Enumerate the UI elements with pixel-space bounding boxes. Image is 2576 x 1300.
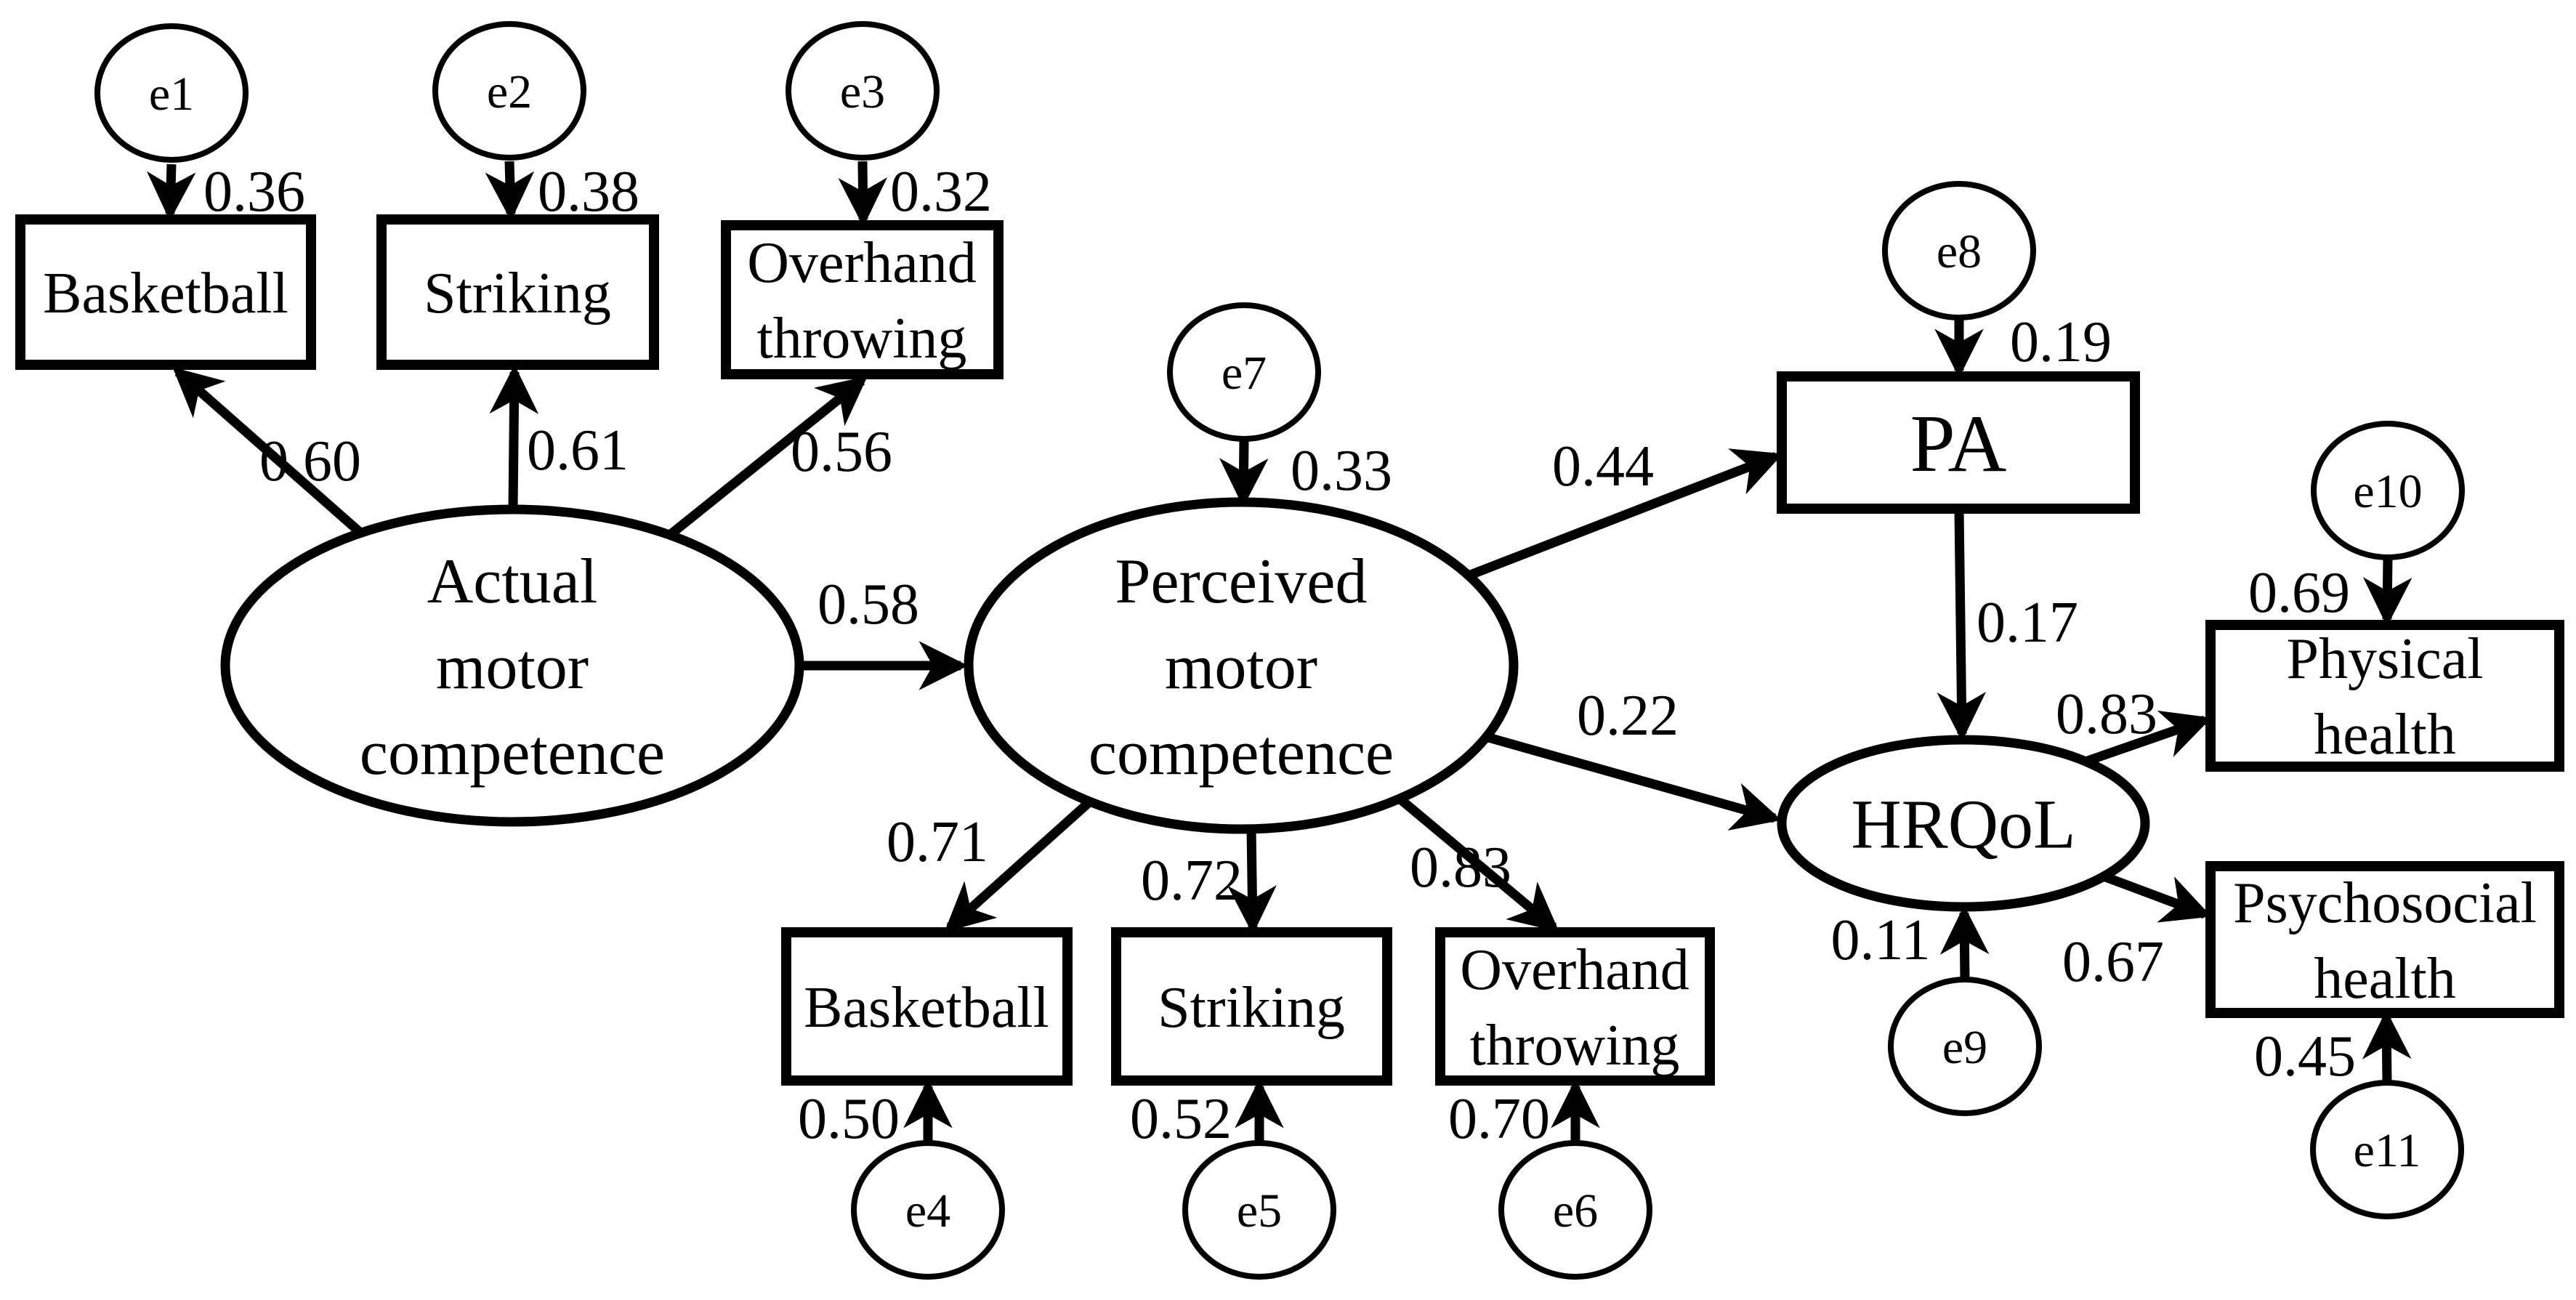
observed-overhand-actual-label-line1: Overhand <box>747 231 976 295</box>
error-e4-circle <box>851 1140 1005 1280</box>
coef-perceived-to-pa: 0.44 <box>1552 435 1654 498</box>
coef-perceived-to-striking: 0.72 <box>1141 849 1243 913</box>
arrow-e7-to-perceived <box>1219 440 1269 508</box>
error-e5-circle <box>1182 1140 1336 1280</box>
error-e3-value-label: 0.32 <box>890 160 992 224</box>
arrow-e2-to-striking-actual <box>485 161 535 222</box>
error-e10-label: e10 <box>2353 465 2422 518</box>
arrow-actual-to-striking <box>489 364 539 509</box>
error-e11-label: e11 <box>2354 1124 2421 1177</box>
arrow-hrqol-to-physical <box>2083 710 2212 767</box>
error-e6-circle <box>1498 1140 1652 1280</box>
observed-basketball-actual-box <box>15 214 316 370</box>
observed-basketball-actual-label: Basketball <box>43 262 288 326</box>
error-e10-circle <box>2311 421 2465 560</box>
latent-actual-label-line2: motor <box>436 632 589 703</box>
arrow-e11-to-psychosocial <box>2362 1009 2412 1083</box>
arrow-pa-to-hrqol <box>1937 509 1987 742</box>
observed-pa-label: PA <box>1910 399 2007 489</box>
observed-psychosocial-health-label-line2: health <box>2314 947 2455 1011</box>
latent-actual-label-line1: Actual <box>427 546 598 617</box>
arrow-e10-to-physical <box>2362 557 2413 627</box>
observed-overhand-actual-label-line2: throwing <box>757 307 967 371</box>
error-e9-circle <box>1888 977 2042 1116</box>
error-e10-value-label: 0.69 <box>2248 561 2350 625</box>
observed-psychosocial-health-box <box>2205 861 2564 1018</box>
latent-perceived-label-line3: competence <box>1089 718 1394 788</box>
arrow-e9-to-hrqol <box>1939 905 1990 980</box>
latent-hrqol-label: HRQoL <box>1851 786 2075 863</box>
error-e6-value-label: 0.70 <box>1448 1087 1550 1151</box>
error-e2-label: e2 <box>487 65 532 118</box>
observed-striking-perceived-box <box>1111 927 1392 1086</box>
observed-physical-health-label-line1: Physical <box>2286 627 2483 691</box>
coef-actual-to-striking: 0.61 <box>527 419 629 483</box>
arrow-actual-to-basketball <box>172 367 364 536</box>
error-e9-value-label: 0.11 <box>1830 908 1930 972</box>
error-e4-label: e4 <box>905 1184 950 1238</box>
latent-perceived-label-line2: motor <box>1165 632 1317 703</box>
arrow-hrqol-to-psychosocial <box>2101 871 2212 923</box>
error-e8-circle <box>1882 181 2036 320</box>
observed-basketball-perceived-box <box>781 927 1073 1086</box>
coef-perceived-to-overhand: 0.83 <box>1410 836 1511 900</box>
arrow-perceived-to-pa <box>1466 448 1783 581</box>
coef-hrqol-to-physical: 0.83 <box>2056 682 2157 746</box>
coef-actual-to-perceived: 0.58 <box>817 573 919 637</box>
observed-striking-actual-label: Striking <box>424 262 611 326</box>
arrow-e1-to-basketball-actual <box>146 163 196 222</box>
observed-basketball-perceived-label: Basketball <box>804 976 1049 1040</box>
error-e2-circle <box>432 21 586 161</box>
arrow-actual-to-overhand <box>666 376 868 539</box>
latent-perceived-label-line1: Perceived <box>1115 546 1368 617</box>
error-e1-value-label: 0.36 <box>203 160 305 224</box>
error-e11-value-label: 0.45 <box>2254 1025 2356 1089</box>
coef-actual-to-overhand: 0.56 <box>791 420 892 484</box>
arrow-perceived-to-basketball <box>944 798 1094 932</box>
error-e5-label: e5 <box>1237 1184 1282 1238</box>
observed-pa-box <box>1777 371 2140 514</box>
arrow-perceived-to-striking <box>1227 828 1277 935</box>
error-e6-label: e6 <box>1553 1184 1598 1238</box>
observed-striking-actual-box <box>376 214 659 370</box>
observed-overhand-actual-box <box>721 220 1004 379</box>
latent-perceived-motor-competence-ellipse <box>964 497 1519 834</box>
error-e9-label: e9 <box>1942 1021 1987 1074</box>
error-e3-label: e3 <box>840 65 885 118</box>
observed-striking-perceived-label: Striking <box>1158 976 1345 1040</box>
coef-perceived-to-basketball: 0.71 <box>887 810 988 874</box>
observed-physical-health-box <box>2205 620 2564 772</box>
error-e3-circle <box>786 21 940 161</box>
observed-overhand-perceived-label-line2: throwing <box>1470 1014 1680 1078</box>
observed-overhand-perceived-label-line1: Overhand <box>1460 938 1689 1002</box>
coef-hrqol-to-psychosocial: 0.67 <box>2062 930 2164 994</box>
error-e11-circle <box>2310 1080 2464 1219</box>
observed-overhand-perceived-box <box>1435 927 1715 1086</box>
error-e4-value-label: 0.50 <box>798 1087 900 1151</box>
error-e8-label: e8 <box>1937 225 1982 278</box>
arrow-perceived-to-hrqol <box>1485 732 1782 831</box>
error-e7-value-label: 0.33 <box>1291 439 1392 503</box>
coef-actual-to-basketball: 0.60 <box>259 429 361 493</box>
observed-physical-health-label-line2: health <box>2314 703 2455 767</box>
latent-hrqol-ellipse <box>1777 735 2150 912</box>
arrow-perceived-to-overhand <box>1396 795 1559 932</box>
observed-psychosocial-health-label-line1: Psychosocial <box>2233 871 2537 935</box>
error-e1-label: e1 <box>149 68 194 121</box>
error-e7-label: e7 <box>1222 347 1267 400</box>
latent-actual-label-line3: competence <box>360 718 665 788</box>
coef-perceived-to-hrqol: 0.22 <box>1577 684 1679 748</box>
error-e8-value-label: 0.19 <box>2010 310 2112 374</box>
latent-actual-motor-competence-ellipse <box>220 504 804 827</box>
error-e2-value-label: 0.38 <box>538 160 639 224</box>
coef-pa-to-hrqol: 0.17 <box>1977 591 2078 655</box>
error-e7-circle <box>1167 302 1321 442</box>
error-e5-value-label: 0.52 <box>1130 1087 1232 1151</box>
error-e1-circle <box>94 23 249 163</box>
